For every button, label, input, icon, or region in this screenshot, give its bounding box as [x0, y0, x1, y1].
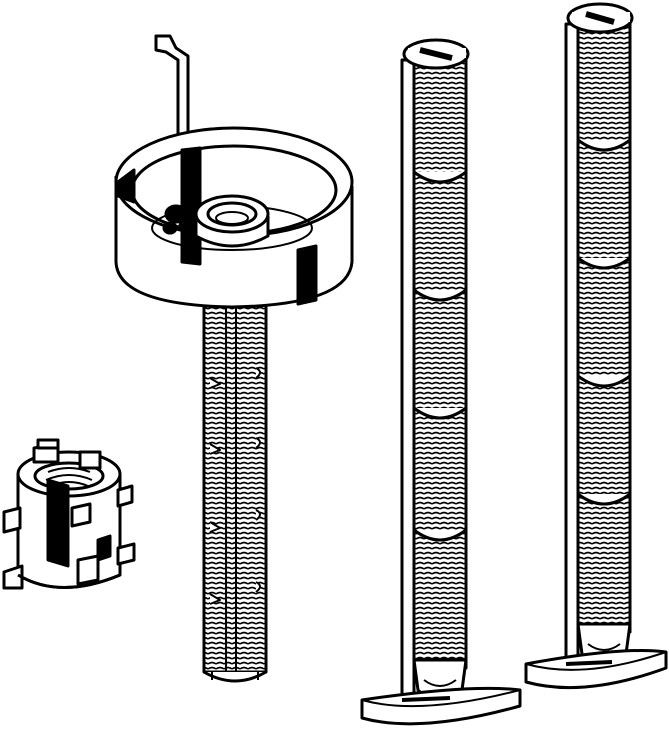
- collar-sleeve-icon: [2, 438, 136, 590]
- threaded-rod-a-icon: [360, 38, 522, 726]
- threaded-rod-b-icon: [524, 2, 668, 690]
- bowl-rod-icon: [114, 34, 354, 683]
